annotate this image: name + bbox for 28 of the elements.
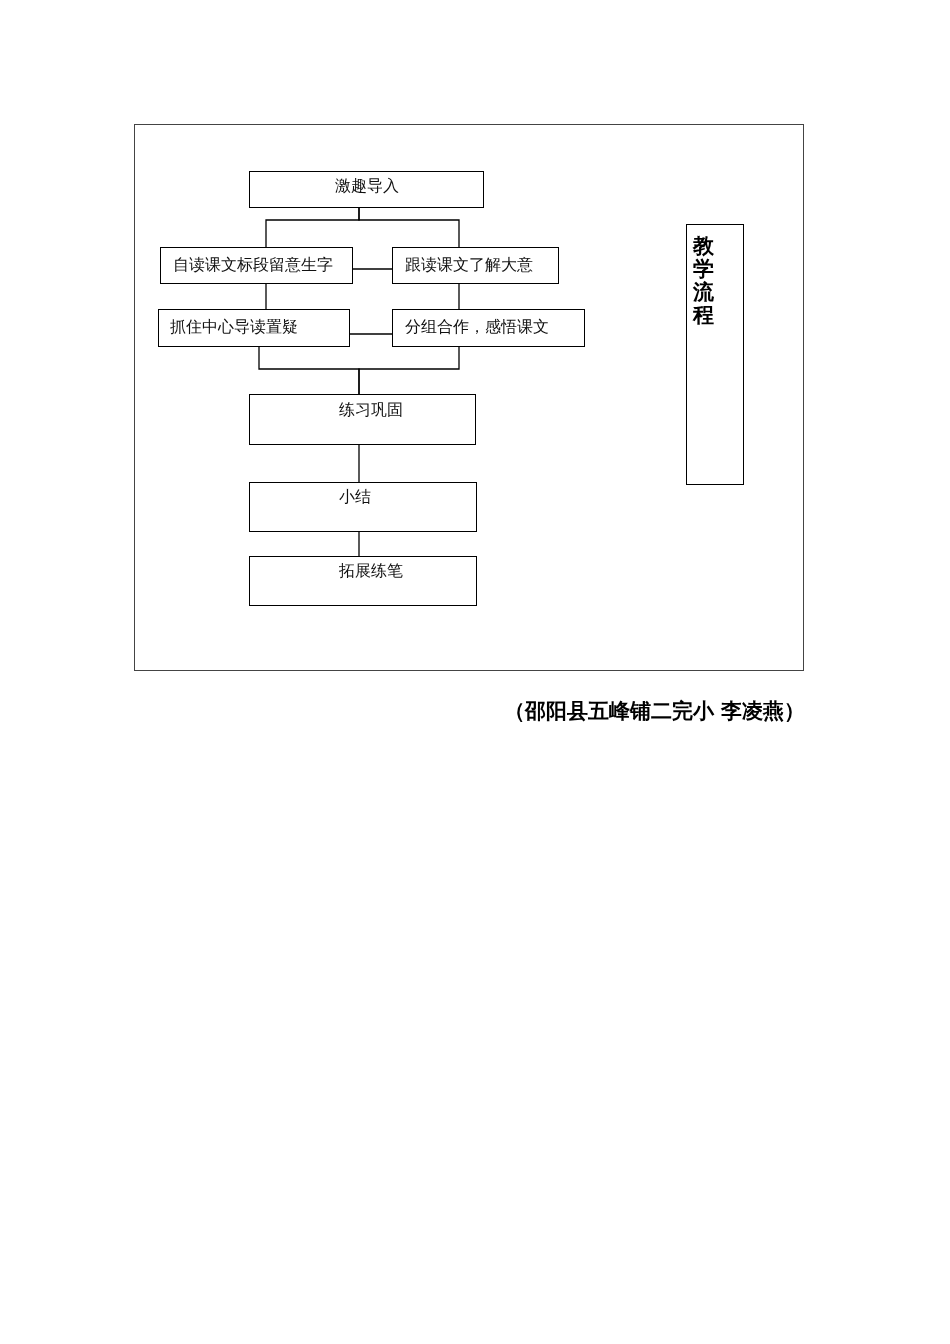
box-text: 自读课文标段留意生字 — [173, 255, 333, 275]
process-box — [392, 309, 585, 347]
connector-line — [358, 444, 360, 483]
box-text: 抓住中心导读置疑 — [170, 317, 298, 337]
connector-line — [358, 346, 460, 395]
caption-text: （邵阳县五峰铺二完小 李凌燕） — [503, 698, 805, 725]
title-box — [686, 224, 744, 485]
process-box — [249, 482, 477, 532]
connector-line — [265, 283, 267, 310]
process-box — [392, 247, 559, 284]
connector-line — [352, 268, 393, 270]
title-text: 教学流程 — [693, 235, 714, 328]
process-box — [158, 309, 350, 347]
process-box — [249, 556, 477, 606]
process-box — [249, 394, 476, 445]
box-text: 小结 — [339, 487, 371, 507]
connector-line — [458, 283, 460, 310]
box-text: 拓展练笔 — [339, 561, 403, 581]
box-text: 分组合作，感悟课文 — [405, 317, 549, 337]
box-text: 练习巩固 — [338, 400, 403, 420]
box-text: 跟读课文了解大意 — [405, 255, 533, 275]
connector-line — [349, 333, 393, 335]
process-box — [249, 171, 484, 208]
connector-line — [358, 207, 460, 248]
frame-box — [134, 124, 804, 671]
box-text: 激趣导入 — [334, 176, 399, 196]
connector-line — [358, 531, 360, 557]
process-box — [160, 247, 353, 284]
